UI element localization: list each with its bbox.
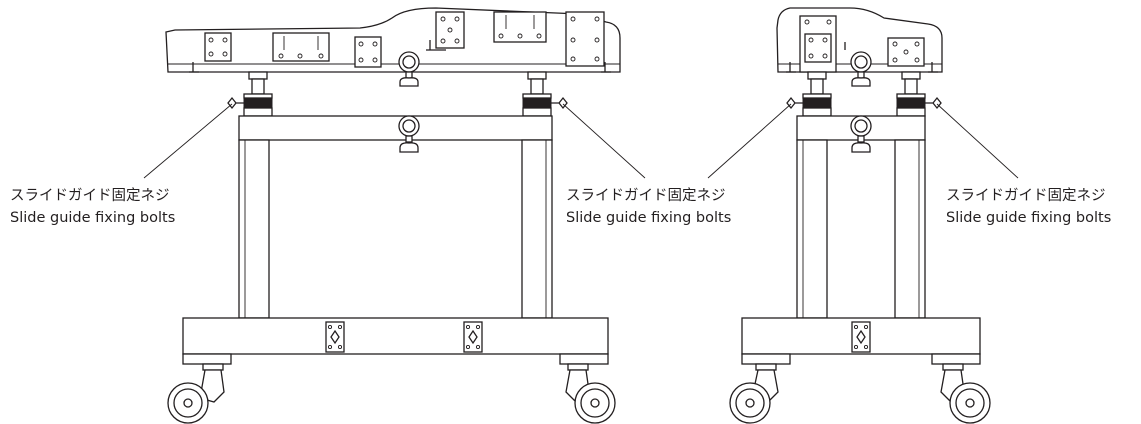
callout-right-jp: スライドガイド固定ネジ bbox=[946, 187, 1106, 204]
side-view bbox=[729, 7, 991, 424]
callout-center: スライドガイド固定ネジ Slide guide fixing bolts bbox=[566, 187, 731, 226]
front-view bbox=[165, 7, 621, 424]
front-caster-right bbox=[565, 363, 616, 424]
side-slide-post-left bbox=[786, 71, 832, 117]
front-legs bbox=[238, 139, 553, 319]
front-top-tray bbox=[165, 7, 621, 73]
side-legs bbox=[796, 139, 926, 319]
front-top-knob bbox=[398, 51, 420, 87]
side-caster-right bbox=[940, 363, 991, 424]
callout-center-jp: スライドガイド固定ネジ bbox=[566, 187, 726, 204]
callout-left-en: Slide guide fixing bolts bbox=[10, 210, 175, 226]
leader-line-1 bbox=[143, 103, 233, 179]
callout-left-jp: スライドガイド固定ネジ bbox=[10, 187, 170, 204]
side-top-tray bbox=[776, 7, 943, 73]
leader-lines bbox=[143, 103, 1019, 179]
front-slide-post-left bbox=[227, 71, 273, 117]
leader-line-4 bbox=[936, 103, 1019, 179]
side-slide-post-right bbox=[896, 71, 942, 117]
front-crossbar bbox=[238, 115, 553, 153]
front-slide-post-right bbox=[522, 71, 568, 117]
front-base bbox=[182, 317, 609, 365]
callout-right-en: Slide guide fixing bolts bbox=[946, 210, 1111, 226]
callout-center-en: Slide guide fixing bolts bbox=[566, 210, 731, 226]
leader-line-2 bbox=[562, 103, 646, 179]
callout-left: スライドガイド固定ネジ Slide guide fixing bolts bbox=[10, 187, 175, 226]
side-crossbar bbox=[796, 115, 926, 153]
side-top-knob bbox=[850, 51, 872, 87]
front-caster-left bbox=[167, 363, 225, 424]
leader-line-3 bbox=[707, 103, 792, 179]
callout-right: スライドガイド固定ネジ Slide guide fixing bolts bbox=[946, 187, 1111, 226]
side-base bbox=[741, 317, 981, 365]
side-caster-left bbox=[729, 363, 779, 424]
